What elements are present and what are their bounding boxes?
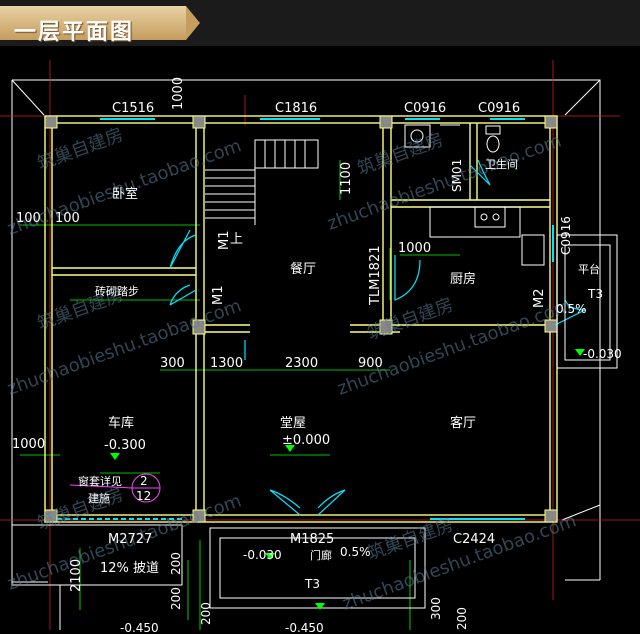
banner-arrow [186, 6, 200, 40]
dim-bed-100-b: 100 [55, 211, 80, 226]
floor-plan-drawing: 筑巢自建房 zhuchaobieshu.taobao.com 筑巢自建房 zhu… [0, 60, 640, 634]
dim-kitchen-1000: 1000 [398, 241, 431, 256]
door-label-sm01: SM01 [450, 159, 464, 192]
window-label-c0916-c: C0916 [559, 216, 573, 255]
label-t3-platform: T3 [587, 287, 603, 301]
window-label-c0916-b: C0916 [478, 101, 520, 116]
door-label-tlm1821: TLM1821 [368, 246, 383, 306]
dim-900: 900 [358, 356, 383, 371]
elev-platform: -0.030 [583, 347, 622, 361]
elevation-markers [110, 349, 585, 610]
elev-porch: -0.030 [243, 548, 282, 562]
door-label-m2727: M2727 [108, 532, 152, 547]
door-label-m2: M2 [532, 289, 547, 309]
door-label-m1-a: M1 [217, 231, 232, 251]
window-label-c1516: C1516 [112, 101, 154, 116]
elev-outside-1: -0.450 [120, 621, 159, 634]
label-detail-ref: 窗套详见 [78, 474, 122, 488]
door-label-m1-b: M1 [211, 286, 226, 306]
dimension-lines [20, 160, 460, 630]
dim-stair-1100: 1100 [339, 162, 354, 195]
label-stair-up: 上 [230, 232, 243, 247]
page-title: 一层平面图 [14, 20, 135, 45]
label-detail-sheet: 12 [136, 489, 151, 503]
dim-bottom-300: 300 [429, 597, 443, 620]
dim-bottom-200-d: 200 [455, 607, 469, 630]
watermark-cn-5: 筑巢自建房 [35, 484, 127, 535]
title-banner: 一层平面图 [0, 6, 186, 45]
dim-bottom-2100: 2100 [69, 559, 84, 592]
watermark-cn-2: 筑巢自建房 [355, 129, 447, 180]
room-label-bedroom: 卧室 [112, 186, 138, 202]
slope-platform: 0.5% [556, 302, 587, 316]
dim-300: 300 [160, 356, 185, 371]
elev-hall: ±0.000 [282, 433, 330, 448]
detail-symbol [69, 473, 161, 503]
label-detail-sub: 建施 [88, 491, 110, 505]
window-label-c2424: C2424 [453, 532, 495, 547]
label-detail-number: 2 [140, 474, 148, 488]
room-label-living: 客厅 [450, 415, 476, 431]
window-label-c1816: C1816 [275, 101, 317, 116]
door-swings [169, 159, 586, 516]
dim-bottom-200-b: 200 [169, 587, 183, 610]
label-porch: 门廊 [310, 548, 332, 562]
watermark-cn-1: 筑巢自建房 [35, 124, 127, 175]
kitchen-fixtures [404, 124, 545, 266]
roof-outline [11, 79, 601, 583]
dim-1300: 1300 [210, 356, 243, 371]
elev-outside-2: -0.450 [285, 621, 324, 634]
dim-2300: 2300 [285, 356, 318, 371]
dim-top-1000: 1000 [171, 77, 186, 110]
dim-bed-100-a: 100 [16, 211, 41, 226]
dim-left-1000: 1000 [12, 437, 45, 452]
structural-columns [44, 115, 558, 523]
label-brick-steps: 砖砌踏步 [95, 284, 139, 298]
room-label-kitchen: 厨房 [450, 271, 476, 287]
elev-garage: -0.300 [104, 438, 146, 453]
watermark-en-3: zhuchaobieshu.taobao.com [5, 295, 245, 399]
room-label-dining: 餐厅 [290, 261, 316, 277]
slope-porch: 0.5% [340, 545, 371, 559]
label-t3-porch: T3 [304, 577, 320, 591]
dim-bottom-200-c: 200 [199, 602, 213, 625]
room-label-hall: 堂屋 [280, 416, 306, 431]
room-label-toilet: 卫生间 [485, 157, 518, 171]
door-label-m1825: M1825 [290, 532, 334, 547]
window-label-c0916-a: C0916 [404, 101, 446, 116]
header-bar: 一层平面图 [0, 0, 640, 46]
label-slope-ramp: 12% 披道 [100, 561, 159, 576]
stairs [205, 139, 319, 225]
porch-outline [11, 234, 618, 630]
window-marks [57, 118, 554, 520]
room-label-platform: 平台 [578, 262, 600, 276]
dim-bottom-200-a: 200 [169, 552, 183, 575]
room-label-garage: 车库 [108, 415, 134, 431]
